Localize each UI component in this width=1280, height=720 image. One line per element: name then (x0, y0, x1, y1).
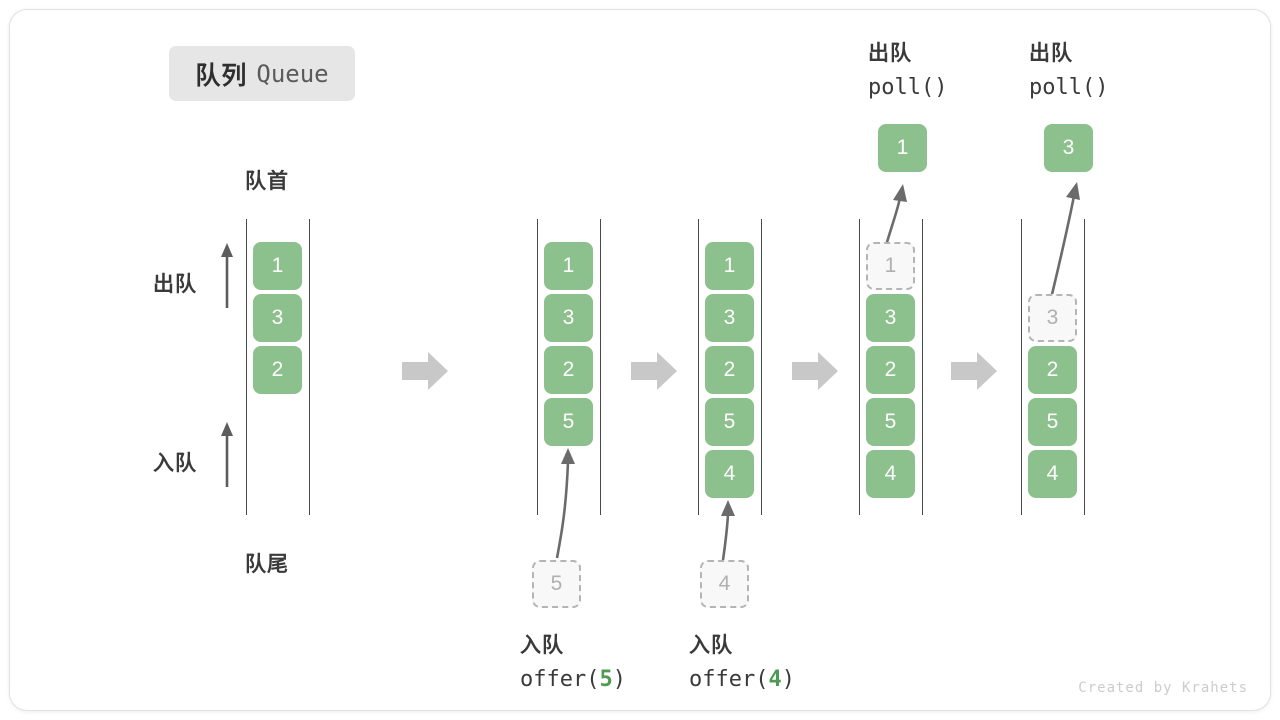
operation-name: 入队 (689, 634, 733, 657)
queue-rail-left (859, 219, 860, 515)
queue-column-offer-4: 1 3 2 5 4 (698, 219, 762, 515)
queue-cell-new: 5 (544, 398, 593, 446)
operation-code: offer(4) (689, 666, 795, 692)
operation-label-offer-4: 入队 offer(4) (689, 630, 795, 697)
operation-code: poll() (868, 74, 948, 100)
queue-rail-left (1021, 219, 1022, 515)
enqueue-direction-label: 入队 (153, 452, 197, 475)
operation-code: offer(5) (520, 666, 626, 692)
pending-element-ghost: 4 (700, 560, 749, 608)
queue-column-initial: 1 3 2 (246, 219, 310, 515)
operation-label-poll-1: 出队 poll() (868, 38, 947, 105)
queue-rail-left (537, 219, 538, 515)
removed-element-ghost: 3 (1028, 294, 1077, 342)
queue-cell: 4 (1028, 450, 1077, 498)
queue-column-poll-1: 1 3 2 5 4 (859, 219, 923, 515)
operation-code: poll() (1029, 74, 1109, 100)
queue-cell: 3 (866, 294, 915, 342)
queue-cell: 1 (544, 242, 593, 290)
title-english: Queue (256, 59, 329, 88)
queue-column-poll-3: 3 2 5 4 (1021, 219, 1085, 515)
operation-name: 入队 (520, 634, 564, 657)
up-arrow-icon (216, 419, 238, 489)
queue-cell: 1 (253, 242, 302, 290)
queue-front-label: 队首 (245, 170, 289, 193)
queue-cell: 3 (253, 294, 302, 342)
popped-element: 3 (1044, 124, 1093, 172)
operation-name: 出队 (868, 42, 912, 65)
step-arrow-icon (792, 350, 840, 392)
operation-label-offer-5: 入队 offer(5) (520, 630, 626, 697)
queue-rail-left (698, 219, 699, 515)
curved-arrow-icon (537, 440, 597, 560)
title-chinese: 队列 (195, 61, 248, 90)
queue-cell: 3 (705, 294, 754, 342)
removed-element-ghost: 1 (866, 242, 915, 290)
pending-element-ghost: 5 (532, 560, 581, 608)
step-arrow-icon (631, 350, 679, 392)
queue-rail-right (922, 219, 923, 515)
queue-rear-label: 队尾 (245, 553, 289, 576)
queue-rail-right (1084, 219, 1085, 515)
queue-cell: 2 (1028, 346, 1077, 394)
popped-element: 1 (878, 124, 927, 172)
queue-cell: 2 (705, 346, 754, 394)
operation-name: 出队 (1029, 42, 1073, 65)
queue-rail-left (246, 219, 247, 515)
queue-cell: 5 (705, 398, 754, 446)
queue-cell: 3 (544, 294, 593, 342)
dequeue-direction-label: 出队 (153, 273, 197, 296)
watermark: Created by Krahets (1078, 680, 1248, 696)
queue-rail-right (761, 219, 762, 515)
up-arrow-icon (216, 240, 238, 310)
queue-cell: 5 (1028, 398, 1077, 446)
diagram-card: 队列 Queue 队首 队尾 出队 入队 1 3 2 1 3 (9, 9, 1271, 711)
curved-arrow-icon (705, 492, 765, 562)
queue-rail-right (309, 219, 310, 515)
diagram-title-badge: 队列 Queue (169, 46, 355, 101)
queue-column-offer-5: 1 3 2 5 (537, 219, 601, 515)
queue-rail-right (600, 219, 601, 515)
queue-cell: 1 (705, 242, 754, 290)
queue-cell: 2 (253, 346, 302, 394)
queue-cell: 5 (866, 398, 915, 446)
queue-cell: 4 (866, 450, 915, 498)
queue-cell-new: 4 (705, 450, 754, 498)
queue-cell: 2 (544, 346, 593, 394)
queue-cell: 2 (866, 346, 915, 394)
step-arrow-icon (402, 350, 450, 392)
step-arrow-icon (951, 350, 999, 392)
operation-label-poll-3: 出队 poll() (1029, 38, 1108, 105)
